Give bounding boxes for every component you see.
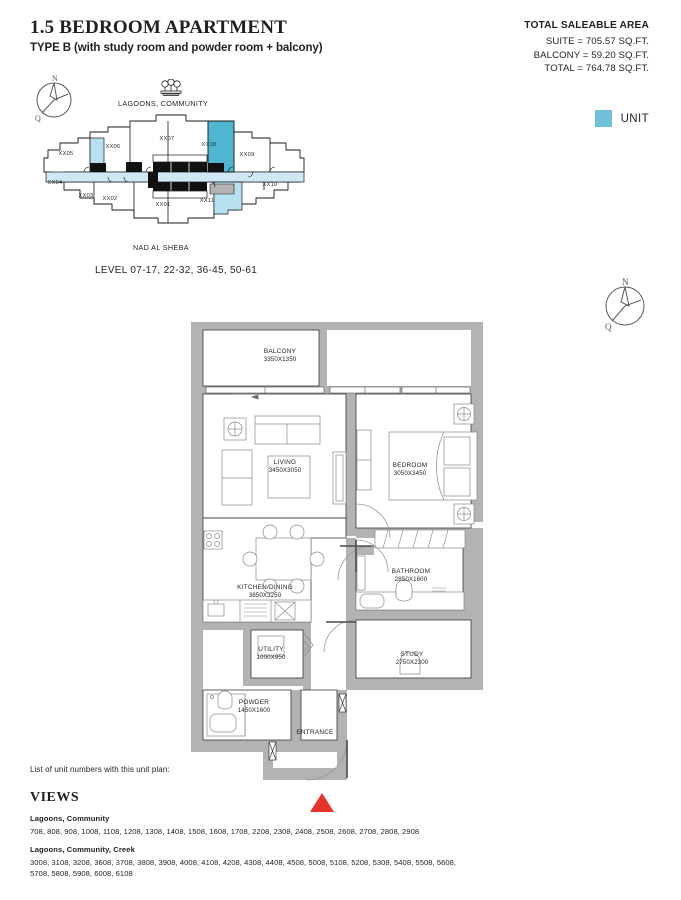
keyplate-unit-xx02: XX02 <box>102 196 118 202</box>
room-name: BATHROOM <box>391 568 431 575</box>
keyplate-diagram <box>43 114 305 224</box>
svg-text:N: N <box>622 277 629 287</box>
area-total: TOTAL = 764.78 SQ.FT. <box>544 63 649 74</box>
views-group-title: Lagoons, Community <box>30 814 110 823</box>
views-group: Lagoons, Community 708, 808, 908, 1008, … <box>30 814 460 837</box>
keyplate-unit-xx06: XX06 <box>105 144 121 150</box>
area-balcony: BALCONY = 59.20 SQ.FT. <box>533 49 649 61</box>
room-name: UTILITY <box>258 646 284 653</box>
svg-text:Q: Q <box>605 322 612 332</box>
views-group-units: 708, 808, 908, 1008, 1108, 1208, 1308, 1… <box>30 827 420 836</box>
keyplate-unit-xx11: XX11 <box>199 198 215 204</box>
views-heading: VIEWS <box>30 790 80 805</box>
keyplate-unit-xx04: XX04 <box>47 180 63 186</box>
keyplate-unit-xx09: XX09 <box>239 152 255 158</box>
keyplate-unit-xx01: XX01 <box>155 202 171 208</box>
entrance-label: ENTRANCE <box>296 729 334 736</box>
room-name: POWDER <box>238 699 270 706</box>
keyplate-bottom-context-label: NAD AL SHEBA <box>133 243 189 252</box>
lagoon-community-icon <box>158 78 184 104</box>
room-name: BEDROOM <box>392 462 428 469</box>
room-name: LIVING <box>273 459 297 466</box>
keyplate-unit-xx08: XX08 <box>201 142 217 148</box>
svg-text:N: N <box>52 74 58 83</box>
room-dimension: 1000X950 <box>256 654 286 661</box>
unit-legend-swatch <box>594 110 612 127</box>
unit-list-note: List of unit numbers with this unit plan… <box>30 765 170 774</box>
keyplate-level-label: LEVEL 07-17, 22-32, 36-45, 50-61 <box>95 265 258 276</box>
keyplate-unit-xx03: XX03 <box>78 193 94 199</box>
views-group: Lagoons, Community, Creek 3008, 3108, 32… <box>30 845 460 879</box>
keyplate-unit-xx05: XX05 <box>58 151 74 157</box>
view-direction-marker <box>310 793 334 812</box>
room-name: BALCONY <box>263 348 297 355</box>
unit-legend-label: UNIT <box>620 112 649 125</box>
room-dimension: 3050X3450 <box>393 470 427 477</box>
total-saleable-area-block: TOTAL SALEABLE AREA SUITE = 705.57 SQ.FT… <box>524 20 649 76</box>
keyplate-unit-xx10: XX10 <box>262 182 278 188</box>
legend: UNIT <box>594 110 649 127</box>
keyplate-top-context-label: LAGOONS, COMMUNITY <box>118 99 209 108</box>
floorplan-compass-icon: N Q <box>596 276 654 334</box>
room-dimension: 2850X1600 <box>394 576 428 583</box>
keyplate-compass-icon: N Q <box>26 72 80 124</box>
page-title: 1.5 BEDROOM APARTMENT <box>30 17 288 38</box>
room-dimension: 1450X1600 <box>237 707 271 714</box>
room-dimension: 2750X2300 <box>395 659 429 666</box>
area-suite: SUITE = 705.57 SQ.FT. <box>545 36 649 47</box>
keyplate-unit-xx07: XX07 <box>159 136 175 142</box>
area-title: TOTAL SALEABLE AREA <box>524 20 649 31</box>
page-subtitle: TYPE B (with study room and powder room … <box>30 42 323 54</box>
svg-text:Q: Q <box>35 114 41 123</box>
room-dimension: 3450X3050 <box>268 467 302 474</box>
views-group-units: 3008, 3108, 3208, 3608, 3708, 3808, 3908… <box>30 858 457 878</box>
room-name: KITCHEN/DINING <box>237 584 293 591</box>
room-dimension: 3850X3250 <box>248 592 282 599</box>
views-group-title: Lagoons, Community, Creek <box>30 845 135 854</box>
room-name: STUDY <box>400 651 424 658</box>
room-dimension: 3350X1350 <box>263 356 297 363</box>
